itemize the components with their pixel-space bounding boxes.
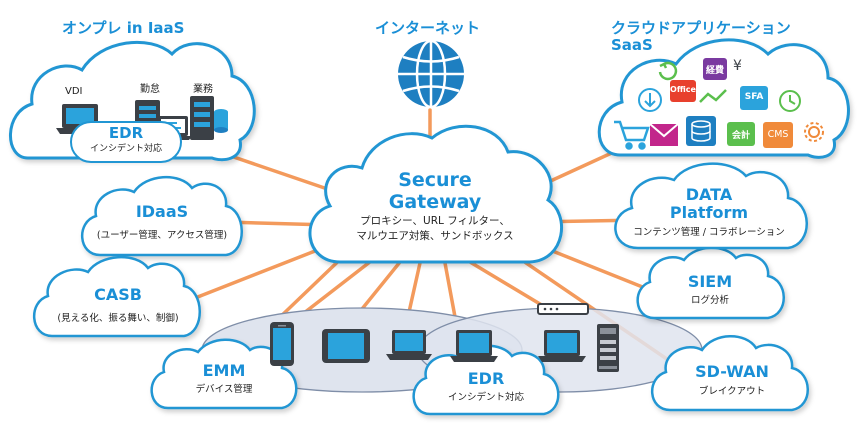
internet-globe-icon xyxy=(398,39,464,109)
siem-subtitle: ログ分析 xyxy=(690,295,729,306)
siem-title: SIEM xyxy=(687,272,733,291)
trend-line-icon xyxy=(699,89,727,103)
emm-title: EMM xyxy=(202,361,246,380)
connector-router xyxy=(468,260,552,312)
idaas-title: IDaaS xyxy=(135,202,189,221)
emm-subtitle: デバイス管理 xyxy=(195,384,253,395)
yen-icon: ¥ xyxy=(733,58,742,74)
secure-gateway-label: Secure Gateway xyxy=(355,169,515,213)
secure-gateway-title-line2: Gateway xyxy=(388,191,482,213)
data-platform-title-line1: DATA xyxy=(685,185,733,204)
onprem-edr-title: EDR xyxy=(108,124,144,142)
sdwan-title: SD-WAN xyxy=(695,362,769,381)
download-icon xyxy=(638,88,662,112)
saas-section-title-line2: SaaS xyxy=(611,36,653,54)
emm-cloud xyxy=(150,338,298,410)
data-platform-title-line2: Platform xyxy=(669,203,749,222)
cms-app-label: CMS xyxy=(767,129,789,140)
edr-bottom-node: EDR インシデント対応 xyxy=(426,369,546,405)
casb-cloud xyxy=(32,255,201,338)
internet-section-title: インターネット xyxy=(375,19,481,37)
vdi-label: VDI xyxy=(65,86,83,97)
onprem-edr-subtitle: インシデント対応 xyxy=(89,144,162,154)
secure-gateway-features-line2: マルウエア対策、サンドボックス xyxy=(356,230,514,242)
connector-casb xyxy=(188,240,340,302)
secure-gateway-features: プロキシー、URL フィルター、 マルウエア対策、サンドボックス xyxy=(325,214,545,244)
sdwan-subtitle: ブレイクアウト xyxy=(698,386,766,397)
secure-gateway-title-line1: Secure xyxy=(398,169,472,191)
business-label: 業務 xyxy=(193,84,213,95)
smartphone-icon xyxy=(270,322,294,366)
sdwan-node: SD-WAN ブレイクアウト xyxy=(670,362,794,399)
onprem-section-title: オンプレ in IaaS xyxy=(62,19,185,37)
expense-app-icon xyxy=(703,58,727,80)
cms-app-icon xyxy=(763,122,793,148)
attendance-label: 勤怠 xyxy=(140,84,160,95)
saas-section-title-line1: クラウドアプリケーション xyxy=(611,19,791,37)
casb-node: CASB (見える化、振る舞い、制御) xyxy=(38,285,198,327)
laptop-right-icon xyxy=(538,330,586,362)
data-platform-subtitle: コンテンツ管理 / コラボレーション xyxy=(633,227,785,238)
emm-node: EMM デバイス管理 xyxy=(164,361,284,397)
office-app-icon xyxy=(670,80,696,102)
laptop-center-icon xyxy=(450,330,498,362)
data-platform-cloud xyxy=(614,162,808,250)
expense-app-label: 経費 xyxy=(705,66,724,76)
sfa-app-label: SFA xyxy=(744,92,764,102)
database-icon xyxy=(686,116,716,146)
onprem-edr-badge: EDR インシデント対応 xyxy=(70,121,182,163)
clock-icon xyxy=(779,90,801,112)
tablet-icon xyxy=(322,329,370,363)
sync-icon xyxy=(658,61,678,81)
idaas-subtitle: (ユーザー管理、アクセス管理) xyxy=(96,230,228,241)
accounting-app-label: 会計 xyxy=(731,131,750,141)
shopping-cart-icon xyxy=(614,120,650,150)
idaas-node: IDaaS (ユーザー管理、アクセス管理) xyxy=(82,202,242,244)
secure-gateway-features-line1: プロキシー、URL フィルター、 xyxy=(360,215,510,227)
settings-gear-icon xyxy=(804,122,824,142)
vdi-laptop-icon xyxy=(56,104,104,134)
printer-icon xyxy=(597,324,619,372)
data-platform-node: DATA Platform コンテンツ管理 / コラボレーション xyxy=(626,186,792,240)
casb-title: CASB xyxy=(94,285,142,304)
router-icon xyxy=(537,303,589,315)
idaas-cloud xyxy=(80,175,243,257)
siem-node: SIEM ログ分析 xyxy=(650,272,770,308)
secure-gateway-cloud xyxy=(308,124,563,264)
accounting-app-icon xyxy=(727,122,755,146)
casb-subtitle: (見える化、振る舞い、制御) xyxy=(57,313,179,324)
laptop-left-icon xyxy=(386,330,432,360)
sdwan-cloud xyxy=(650,335,809,412)
office-app-label: Office xyxy=(670,85,696,94)
edr-bottom-title: EDR xyxy=(467,369,505,388)
sfa-app-icon xyxy=(740,86,768,110)
mail-icon xyxy=(649,123,679,146)
business-server-icon xyxy=(190,96,228,140)
edr-bottom-subtitle: インシデント対応 xyxy=(447,392,524,403)
